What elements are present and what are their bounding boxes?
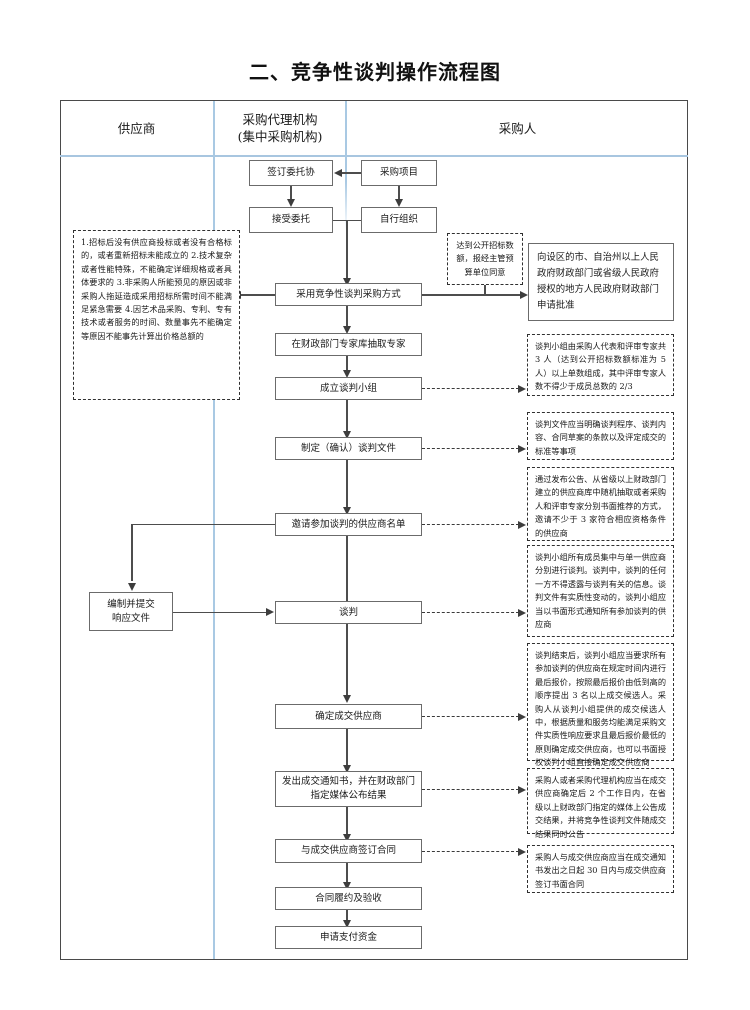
note-public-bid-threshold: 达到公开招标数额，报经主管预算单位同意: [447, 233, 523, 285]
connector-docs-to-invite: [346, 460, 348, 508]
node-determine-supplier[interactable]: 确定成交供应商: [275, 704, 422, 729]
arrowhead-project-to-self: [394, 199, 403, 207]
arrowhead-contract-to-perform: [342, 882, 351, 890]
note-doc-contents: 谈判文件应当明确谈判程序、谈判内容、合同草案的条款以及评定成交的标准等事项: [527, 412, 674, 460]
connector-sign-to-accept: [290, 186, 292, 199]
connector-perform-to-payment: [346, 910, 348, 921]
connector-docs-to-note: [422, 448, 519, 449]
arrowhead-negotiate-to-determine: [342, 695, 351, 703]
arrowhead-notice-note: [518, 785, 526, 794]
node-invite-supplier-list[interactable]: 邀请参加谈判的供应商名单: [275, 513, 422, 536]
column-header-supplier-label: 供应商: [117, 120, 156, 136]
arrowhead-to-prepare-response: [127, 583, 136, 591]
connector-adopt-to-approval: [422, 294, 522, 296]
node-form-negotiation-group[interactable]: 成立谈判小组: [275, 377, 422, 400]
column-header-supplier: 供应商: [60, 101, 213, 155]
connector-group-to-note: [422, 388, 519, 389]
connector-invite-to-supplier: [131, 523, 277, 526]
arrowhead-notice-to-contract: [342, 834, 351, 842]
connector-determine-to-note: [422, 716, 519, 717]
arrowhead-adopt-to-experts: [342, 326, 351, 334]
arrowhead-determine-note: [518, 712, 526, 721]
arrowhead-docs-note: [518, 444, 526, 453]
column-divider-1: [213, 101, 215, 959]
column-header-agency: 采购代理机构 (集中采购机构): [215, 101, 345, 155]
arrowhead-invite-note: [518, 520, 526, 529]
note-announce-result: 采购人或者采购代理机构应当在成交供应商确定后 2 个工作日内，在省级以上财政部门…: [527, 768, 674, 839]
arrowhead-contract-note: [518, 847, 526, 856]
note-group-composition: 谈判小组由采购人代表和评审专家共 3 人（达到公开招标数额标准为 5 人）以上单…: [527, 334, 674, 396]
column-header-agency-label2: (集中采购机构): [237, 129, 323, 144]
connector-notice-to-note: [422, 789, 519, 790]
arrowhead-group-note: [518, 384, 526, 393]
note-contract-period: 采购人与成交供应商应当在成交通知书发出之日起 30 日内与成交供应商签订书面合同: [527, 845, 674, 893]
arrowhead-merge-to-adopt: [342, 278, 351, 286]
node-adopt-negotiation-method[interactable]: 采用竞争性谈判采购方式: [275, 283, 422, 306]
connector-notice-to-contract: [346, 807, 348, 835]
node-sign-entrust[interactable]: 签订委托协: [249, 160, 333, 186]
node-approval-application[interactable]: 向设区的市、自治州以上人民政府财政部门或省级人民政府授权的地方人民政府财政部门申…: [528, 243, 674, 321]
arrowhead-negotiate-note: [518, 608, 526, 617]
connector-merge-down: [346, 219, 348, 279]
node-make-negotiation-docs[interactable]: 制定（确认）谈判文件: [275, 437, 422, 460]
column-header-purchaser-label: 采购人: [498, 120, 537, 136]
note-negotiation-conditions: 1.招标后没有供应商投标或者没有合格标的，或者重新招标未能成立的 2.技术复杂或…: [73, 230, 240, 400]
connector-threshold-drop: [484, 285, 486, 295]
node-apply-payment[interactable]: 申请支付资金: [275, 926, 422, 949]
connector-response-to-negotiate: [173, 611, 267, 614]
connector-adopt-to-experts: [346, 306, 348, 327]
column-header-purchaser: 采购人: [347, 101, 688, 155]
page-title: 二、竞争性谈判操作流程图: [249, 60, 501, 84]
arrowhead-determine-to-notice: [342, 765, 351, 773]
arrowhead-sign-to-accept: [286, 199, 295, 207]
connector-group-to-docs: [346, 400, 348, 432]
arrowhead-experts-to-group: [342, 370, 351, 378]
connector-project-to-sign: [342, 172, 361, 174]
connector-contract-to-note: [422, 851, 519, 852]
arrowhead-adopt-to-approval: [520, 290, 528, 299]
note-final-offer: 谈判结束后，谈判小组应当要求所有参加谈判的供应商在规定时间内进行最后报价，按照最…: [527, 643, 674, 767]
connector-negotiate-to-determine: [346, 624, 348, 696]
node-self-organize[interactable]: 自行组织: [361, 207, 437, 233]
arrowhead-group-to-docs: [342, 431, 351, 439]
node-negotiate[interactable]: 谈判: [275, 601, 422, 624]
connector-invite-to-note: [422, 524, 519, 525]
header-separator: [60, 155, 688, 157]
note-invite-method: 通过发布公告、从省级以上财政部门建立的供应商库中随机抽取或者采购人和评审专家分别…: [527, 467, 674, 541]
column-divider-2: [345, 101, 347, 231]
node-draw-experts[interactable]: 在财政部门专家库抽取专家: [275, 333, 422, 356]
connector-adopt-to-conditions: [241, 294, 275, 296]
arrowhead-docs-to-invite: [342, 507, 351, 515]
node-perform-and-accept[interactable]: 合同履约及验收: [275, 887, 422, 910]
connector-supplier-down: [131, 523, 133, 581]
node-issue-notice[interactable]: 发出成交通知书，并在财政部门指定媒体公布结果: [275, 771, 422, 807]
connector-determine-to-notice: [346, 729, 348, 766]
node-purchase-project[interactable]: 采购项目: [361, 160, 437, 186]
column-header-agency-label: 采购代理机构: [242, 112, 318, 127]
connector-project-to-self: [398, 186, 400, 199]
node-prepare-response-docs[interactable]: 编制并提交 响应文件: [89, 592, 173, 631]
node-accept-entrust[interactable]: 接受委托: [249, 207, 333, 233]
connector-negotiate-to-note: [422, 612, 519, 613]
node-sign-contract[interactable]: 与成交供应商签订合同: [275, 839, 422, 863]
arrowhead-project-to-sign: [334, 168, 342, 177]
note-negotiation-rules: 谈判小组所有成员集中与单一供应商分别进行谈判。谈判中，谈判的任何一方不得透露与谈…: [527, 545, 674, 637]
connector-invite-to-negotiate: [346, 536, 348, 604]
arrowhead-perform-to-payment: [342, 920, 351, 928]
connector-contract-to-perform: [346, 863, 348, 883]
arrowhead-response-to-negotiate: [266, 608, 274, 616]
connector-experts-to-group: [346, 356, 348, 371]
